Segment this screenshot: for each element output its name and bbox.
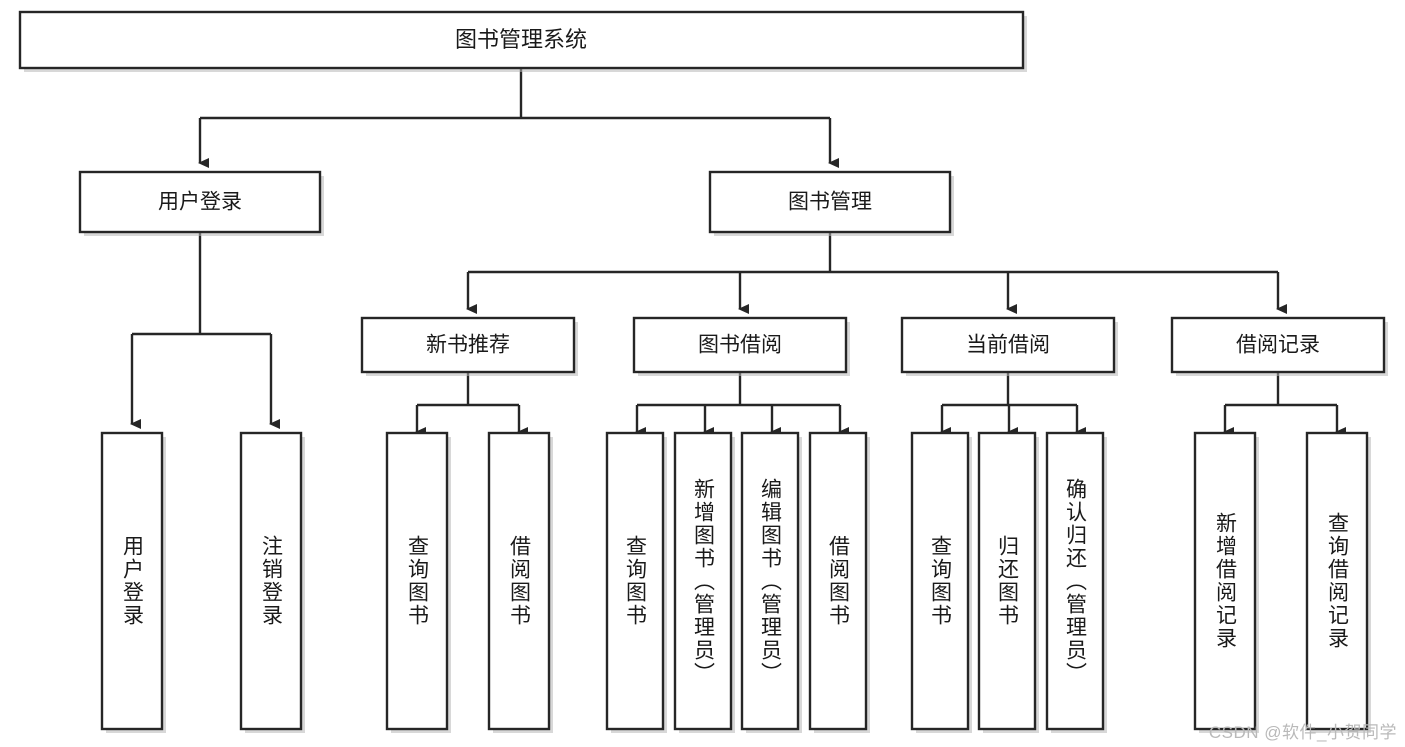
leaf-label-borrow-record-0: 新增借阅记录 bbox=[1213, 512, 1237, 650]
leaf-label-book-borrow-0: 查询图书 bbox=[623, 535, 647, 627]
leaf-box-borrow-record-0[interactable] bbox=[1193, 431, 1257, 731]
leaf-label-current-borrow-0: 查询图书 bbox=[928, 535, 952, 627]
node-current-borrow-label: 当前借阅 bbox=[966, 334, 1050, 357]
node-new-book-rec-label: 新书推荐 bbox=[426, 334, 510, 357]
node-book-borrow-label: 图书借阅 bbox=[698, 334, 782, 357]
node-borrow-record-label: 借阅记录 bbox=[1236, 334, 1320, 357]
leaf-box-book-borrow-2[interactable] bbox=[740, 431, 800, 731]
leaf-label-current-borrow-2: 确认归还（管理员） bbox=[1063, 477, 1087, 685]
leaf-box-book-borrow-1[interactable] bbox=[673, 431, 733, 731]
node-book-manage-label: 图书管理 bbox=[788, 191, 872, 214]
leaf-label-current-borrow-1: 归还图书 bbox=[995, 535, 1019, 627]
node-root-box[interactable] bbox=[18, 10, 1025, 70]
leaf-box-current-borrow-1[interactable] bbox=[977, 431, 1037, 731]
leaf-box-book-borrow-0[interactable] bbox=[605, 431, 665, 731]
node-borrow-record-box[interactable] bbox=[1170, 316, 1386, 374]
leaf-box-current-borrow-0[interactable] bbox=[910, 431, 970, 731]
leaf-box-user-login-0[interactable] bbox=[100, 431, 164, 731]
connectors bbox=[130, 68, 1346, 437]
node-user-login[interactable]: 用户登录 bbox=[78, 170, 324, 236]
watermark: CSDN @软件_小贺同学 bbox=[1208, 723, 1397, 742]
leaf-box-new-book-rec-1[interactable] bbox=[487, 431, 551, 731]
leaf-box-user-login-1[interactable] bbox=[239, 431, 303, 731]
leaf-label-new-book-rec-0: 查询图书 bbox=[405, 535, 429, 627]
leaf-box-current-borrow-2[interactable] bbox=[1045, 431, 1105, 731]
leaf-label-book-borrow-3: 借阅图书 bbox=[826, 535, 850, 627]
node-book-manage[interactable]: 图书管理 bbox=[708, 170, 954, 236]
leaf-label-user-login-0: 用户登录 bbox=[120, 535, 144, 627]
leaf-label-book-borrow-1: 新增图书（管理员） bbox=[691, 477, 715, 685]
leaf-boxes bbox=[100, 431, 1371, 733]
leaf-box-borrow-record-1[interactable] bbox=[1305, 431, 1369, 731]
node-root-label: 图书管理系统 bbox=[455, 27, 587, 52]
node-current-borrow-box[interactable] bbox=[900, 316, 1116, 374]
leaf-label-borrow-record-1: 查询借阅记录 bbox=[1325, 512, 1349, 650]
node-new-book-rec[interactable]: 新书推荐 bbox=[360, 316, 578, 376]
leaf-label-new-book-rec-1: 借阅图书 bbox=[507, 535, 531, 627]
node-book-borrow-box[interactable] bbox=[632, 316, 848, 374]
leaf-box-new-book-rec-0[interactable] bbox=[385, 431, 449, 731]
node-book-manage-box[interactable] bbox=[708, 170, 952, 234]
node-user-login-box[interactable] bbox=[78, 170, 322, 234]
node-current-borrow[interactable]: 当前借阅 bbox=[900, 316, 1118, 376]
leaf-box-book-borrow-3[interactable] bbox=[808, 431, 868, 731]
node-book-borrow[interactable]: 图书借阅 bbox=[632, 316, 850, 376]
leaf-label-user-login-1: 注销登录 bbox=[259, 535, 283, 627]
node-root[interactable]: 图书管理系统 bbox=[18, 10, 1027, 72]
node-borrow-record[interactable]: 借阅记录 bbox=[1170, 316, 1388, 376]
node-user-login-label: 用户登录 bbox=[158, 191, 242, 214]
leaf-label-book-borrow-2: 编辑图书（管理员） bbox=[758, 477, 782, 685]
node-new-book-rec-box[interactable] bbox=[360, 316, 576, 374]
